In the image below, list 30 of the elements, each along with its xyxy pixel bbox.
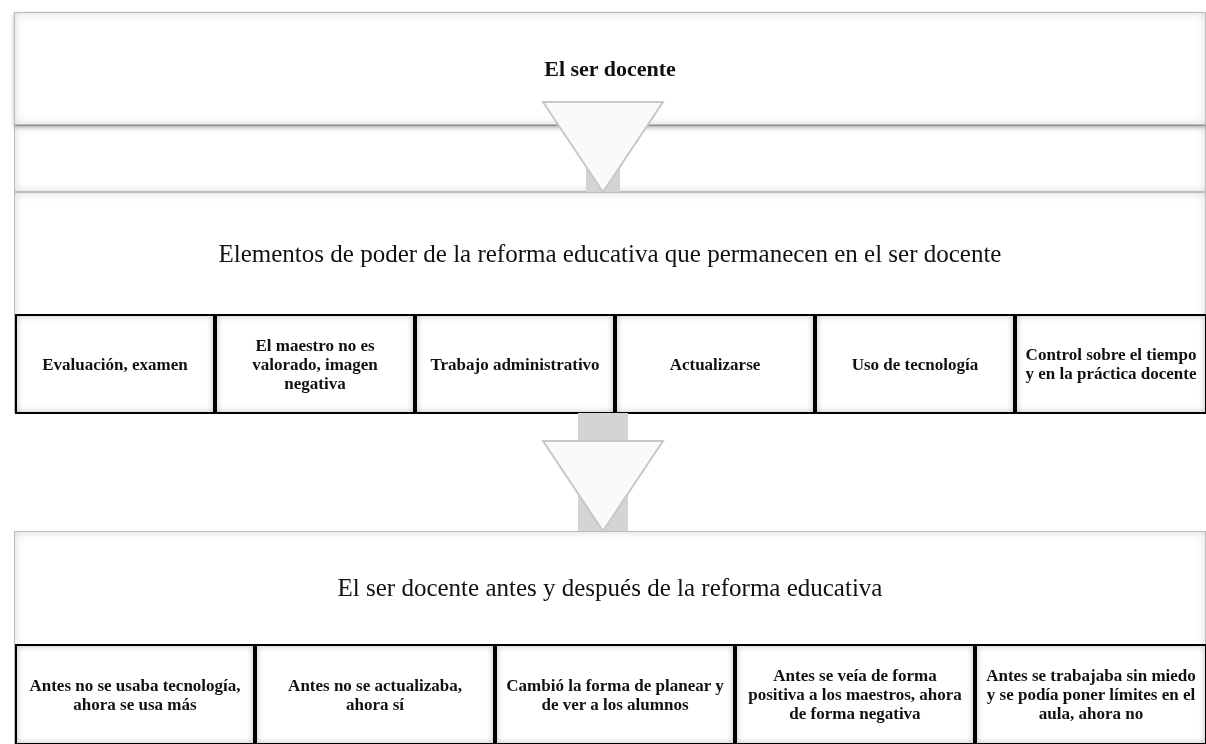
item-box — [975, 644, 1206, 744]
item-box — [415, 314, 615, 414]
item-box — [1015, 314, 1206, 414]
item-box — [495, 644, 735, 744]
item-text: Antes se veía de forma positiva a los maestros, ahora de forma negativa — [747, 666, 963, 723]
item-text: Cambió la forma de planear y de ver a los alumnos — [505, 675, 725, 714]
item-text: Actualizarse — [669, 354, 761, 374]
item-text: Trabajo administrativo — [430, 354, 600, 374]
item-text: Evaluación, examen — [42, 354, 188, 374]
title-box — [14, 12, 1206, 125]
item-box — [255, 644, 495, 744]
item-box — [815, 314, 1015, 414]
item-text: Antes se trabajaba sin miedo y se podía poner límites en el aula, ahora no — [985, 666, 1197, 723]
block-arrow — [542, 101, 664, 193]
title-text: El ser docente — [544, 55, 676, 83]
item-text: Antes no se actualizaba, ahora sí — [287, 675, 463, 714]
item-box — [615, 314, 815, 414]
section-heading: Elementos de poder de la reforma educativa que permanecen en el ser docente — [218, 238, 1002, 269]
item-text: El maestro no es valorado, imagen negativa — [251, 335, 379, 393]
item-text: Control sobre el tiempo y en la práctica docente — [1025, 345, 1197, 383]
item-box — [735, 644, 975, 744]
item-text: Uso de tecnología — [851, 354, 979, 374]
section-heading: El ser docente antes y después de la reforma educativa — [337, 573, 883, 604]
item-text: Antes no se usaba tecnología, ahora se usa más — [28, 675, 242, 714]
item-box — [15, 314, 215, 414]
section-box — [14, 531, 1206, 744]
item-box — [215, 314, 415, 414]
item-box — [15, 644, 255, 744]
section-box — [14, 192, 1206, 413]
block-arrow — [542, 413, 664, 532]
